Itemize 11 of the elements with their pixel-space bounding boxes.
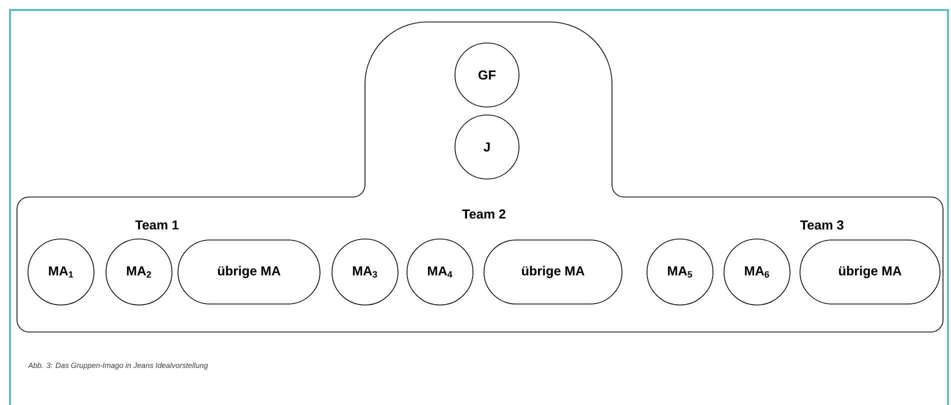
- rounded-node: übrige MA: [178, 240, 320, 304]
- circle-node: GF: [454, 42, 520, 108]
- circle-node: J: [454, 114, 520, 180]
- circle-node: MA$_{1}$: [28, 238, 94, 306]
- circle-node: MA$_{3}$: [332, 238, 398, 306]
- circle-node: MA$_{5}$: [646, 238, 714, 306]
- rounded-node: übrige MA: [484, 240, 622, 304]
- circle-node: MA$_{6}$: [724, 238, 790, 306]
- rounded-node: übrige MA: [800, 240, 940, 304]
- circle-node: MA$_{2}$: [106, 238, 172, 306]
- circle-node: MA$_{4}$: [406, 238, 474, 306]
